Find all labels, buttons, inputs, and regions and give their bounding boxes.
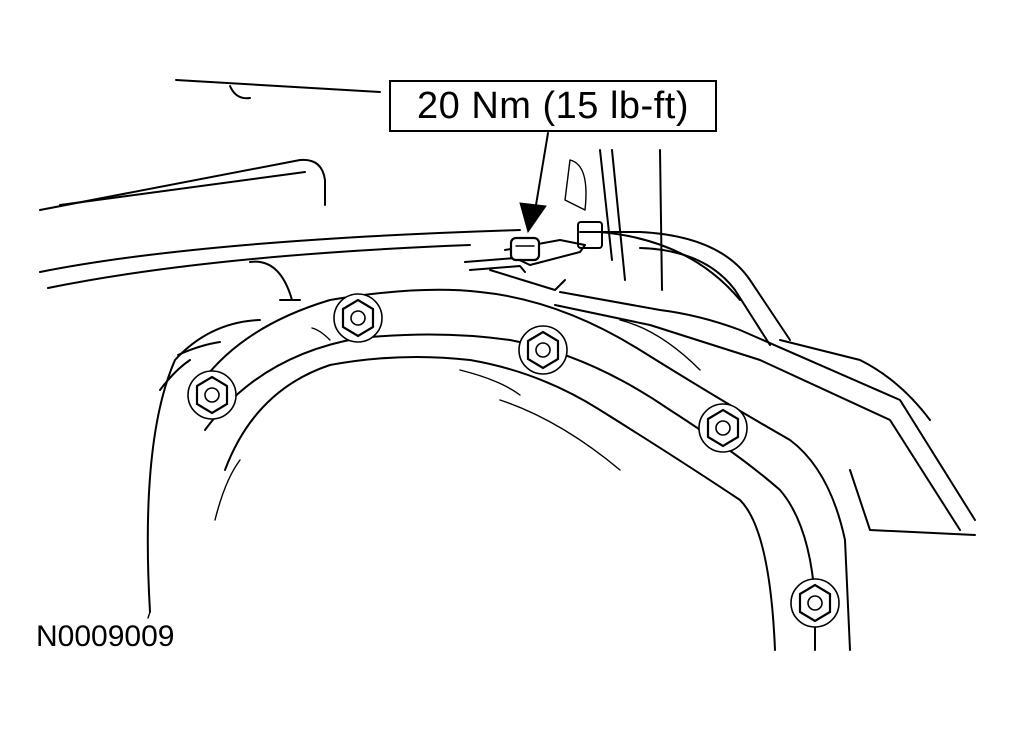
bolt-icon	[698, 403, 748, 453]
bolt-icon	[333, 293, 383, 343]
torque-callout: 20 Nm (15 lb-ft)	[389, 80, 717, 132]
frame-rail	[554, 291, 976, 536]
figure-id-label: N0009009	[36, 620, 175, 653]
torque-label: 20 Nm (15 lb-ft)	[417, 84, 689, 127]
bolt-icon	[187, 370, 237, 420]
axle-housing	[146, 319, 261, 613]
cover-bolts	[187, 236, 840, 628]
bolt-icon	[790, 578, 840, 628]
callout-arrow	[519, 132, 549, 234]
bolt-icon	[518, 325, 568, 375]
figure-leader	[147, 611, 151, 619]
differential-cover	[189, 288, 851, 651]
bracket-bolt-icon	[509, 236, 541, 262]
vehicle-frame-lines	[39, 79, 791, 346]
